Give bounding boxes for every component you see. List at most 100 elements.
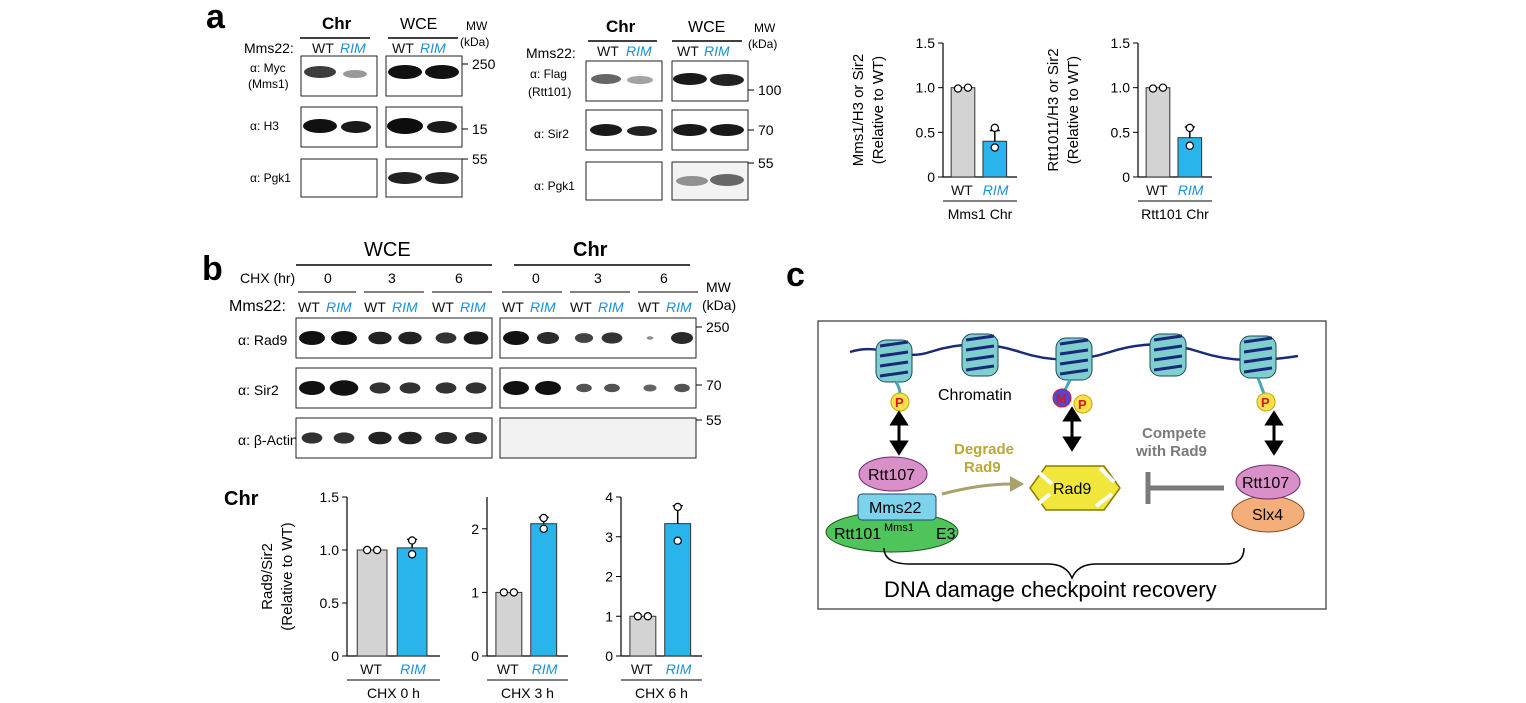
panel-c-letter: c bbox=[786, 256, 805, 294]
band-r2-l0 bbox=[301, 432, 323, 444]
chart-0-ticklabel-1: 0.5 bbox=[916, 124, 936, 140]
degrade-line2: Rad9 bbox=[964, 459, 1001, 476]
phospho-mark-1 bbox=[890, 392, 910, 412]
chart-0-bar-0 bbox=[950, 87, 976, 178]
chart-3-ticklabel-1: 1 bbox=[471, 584, 479, 600]
chart-0-ticklabel-3: 1.5 bbox=[916, 35, 936, 51]
chart-1-group-label: Rtt101 Chr bbox=[1141, 206, 1209, 222]
b-wce-t6: 6 bbox=[455, 270, 463, 286]
rtt107-ellipse bbox=[858, 456, 928, 492]
chart-3-pt-0-0 bbox=[499, 588, 509, 597]
chromatin-label: Chromatin bbox=[938, 387, 1012, 404]
b-kda: (kDa) bbox=[702, 297, 736, 313]
e3-label: E3 bbox=[936, 526, 956, 543]
chart-2-pt-0-0 bbox=[362, 545, 372, 555]
blot2-wt-wce: WT bbox=[677, 43, 699, 59]
blot1-wce-header: WCE bbox=[400, 16, 437, 33]
band-r2-l2 bbox=[368, 431, 392, 445]
chart-0-pt-1-1 bbox=[990, 123, 1000, 133]
chart-4-xlabel-rim: RIM bbox=[666, 661, 692, 677]
blot2-wce-header: WCE bbox=[688, 19, 725, 36]
chart-1-pt-1-1 bbox=[1185, 123, 1195, 133]
chart-4-bar-1 bbox=[664, 523, 692, 657]
band-r1-l10 bbox=[643, 384, 657, 392]
chart-3-group-label: CHX 3 h bbox=[501, 685, 554, 701]
chart-0-pt-1-0 bbox=[990, 143, 1000, 152]
band-r1-l3 bbox=[399, 382, 421, 394]
chart-1-xlabel-rim: RIM bbox=[1178, 182, 1204, 198]
compete-line1: Compete bbox=[1142, 425, 1206, 442]
blot1-kda: (kDa) bbox=[460, 35, 489, 49]
b-row3-label: α: β-Actin bbox=[238, 432, 298, 448]
chart-2-pt-1-0 bbox=[407, 550, 417, 559]
chart-3-bar-1 bbox=[530, 523, 558, 657]
blot2-row1-label: α: Flag bbox=[530, 67, 567, 81]
chart-2-group-label: CHX 0 h bbox=[367, 685, 420, 701]
band-r0-l5 bbox=[463, 331, 489, 345]
phospho-mark-2 bbox=[1073, 394, 1093, 414]
band-r2-l5 bbox=[464, 432, 488, 444]
chart-3-bar-0 bbox=[495, 591, 523, 657]
chart-0-ticklabel-0: 0 bbox=[927, 169, 935, 185]
chart-0-ylabel-1: Mms1/H3 or Sir2 bbox=[850, 54, 867, 167]
chart-1-ticklabel-2: 1.0 bbox=[1111, 80, 1131, 96]
band-r0-l2 bbox=[368, 331, 392, 345]
chart-2-xlabel-wt: WT bbox=[360, 661, 382, 677]
b-chr-t0: 0 bbox=[532, 270, 540, 286]
chart-4-pt-0-0 bbox=[633, 612, 643, 621]
p-label-3: P bbox=[1261, 395, 1270, 410]
mms1-sup-label: Mms1 bbox=[884, 522, 914, 534]
rtt107-b-ellipse bbox=[1235, 464, 1301, 500]
b-lane-rim-4: RIM bbox=[598, 299, 624, 315]
chart-3-pt-0-1 bbox=[509, 588, 519, 597]
chart-0-xlabel-wt: WT bbox=[951, 182, 973, 198]
nucleosome-3 bbox=[1055, 337, 1093, 381]
blot1: Chr WCE MW (kDa) Mms22: WT RIM WT RIM α:… bbox=[244, 14, 496, 198]
band-r0-l9 bbox=[601, 332, 623, 344]
b-mms22-label: Mms22: bbox=[229, 298, 286, 315]
b-mw: MW bbox=[706, 279, 732, 295]
chart-2-pt-1-1 bbox=[407, 536, 417, 545]
blot2-row2-label: α: Sir2 bbox=[534, 127, 569, 141]
band-r1-l1 bbox=[329, 380, 359, 396]
chart-1-ylabel-1: Rtt1011/H3 or Sir2 bbox=[1045, 48, 1062, 171]
degrade-arrowhead bbox=[1010, 476, 1024, 492]
band-r0-l4 bbox=[435, 332, 457, 344]
chart-3-ticklabel-2: 2 bbox=[471, 521, 479, 537]
b-wce-t3: 3 bbox=[388, 270, 396, 286]
blot1-chr-header: Chr bbox=[322, 14, 352, 33]
rtt107-label: Rtt107 bbox=[868, 467, 915, 484]
chart-4-pt-0-1 bbox=[643, 612, 653, 621]
chart-2-bar-1 bbox=[396, 547, 428, 657]
chart-2-xlabel-rim: RIM bbox=[400, 661, 426, 677]
chart-1-xlabel-wt: WT bbox=[1146, 182, 1168, 198]
mms22-label: Mms22 bbox=[869, 500, 922, 517]
chart-4-group-label: CHX 6 h bbox=[635, 685, 688, 701]
blot1-row2-label: α: H3 bbox=[250, 119, 279, 133]
chart-0-xlabel-rim: RIM bbox=[983, 182, 1009, 198]
band-r0-l8 bbox=[574, 333, 594, 343]
blot1-row1-sub: (Mms1) bbox=[248, 77, 289, 91]
b-mw-70: 70 bbox=[706, 377, 722, 393]
chart-1-ticklabel-1: 0.5 bbox=[1111, 124, 1131, 140]
nucleosome-1 bbox=[875, 339, 913, 383]
b-bands bbox=[299, 331, 694, 445]
chart-4-ticklabel-0: 0 bbox=[605, 648, 613, 664]
p-label-2: P bbox=[1078, 397, 1087, 412]
chart-1-pt-1-0 bbox=[1185, 141, 1195, 150]
blot2-mw-55: 55 bbox=[758, 155, 774, 171]
blot1-wt-wce: WT bbox=[392, 40, 414, 56]
chart-1-pt-0-1 bbox=[1158, 83, 1168, 92]
chart-2-ylabel-1: Rad9/Sir2 bbox=[259, 543, 276, 610]
phospho-mark-3 bbox=[1256, 392, 1276, 412]
chart-0-group-label: Mms1 Chr bbox=[948, 206, 1013, 222]
b-lane-wt-1: WT bbox=[364, 299, 386, 315]
b-lane-rim-2: RIM bbox=[460, 299, 486, 315]
rtt107-b-label: Rtt107 bbox=[1242, 475, 1289, 492]
chart-1-bar-0 bbox=[1145, 87, 1171, 178]
